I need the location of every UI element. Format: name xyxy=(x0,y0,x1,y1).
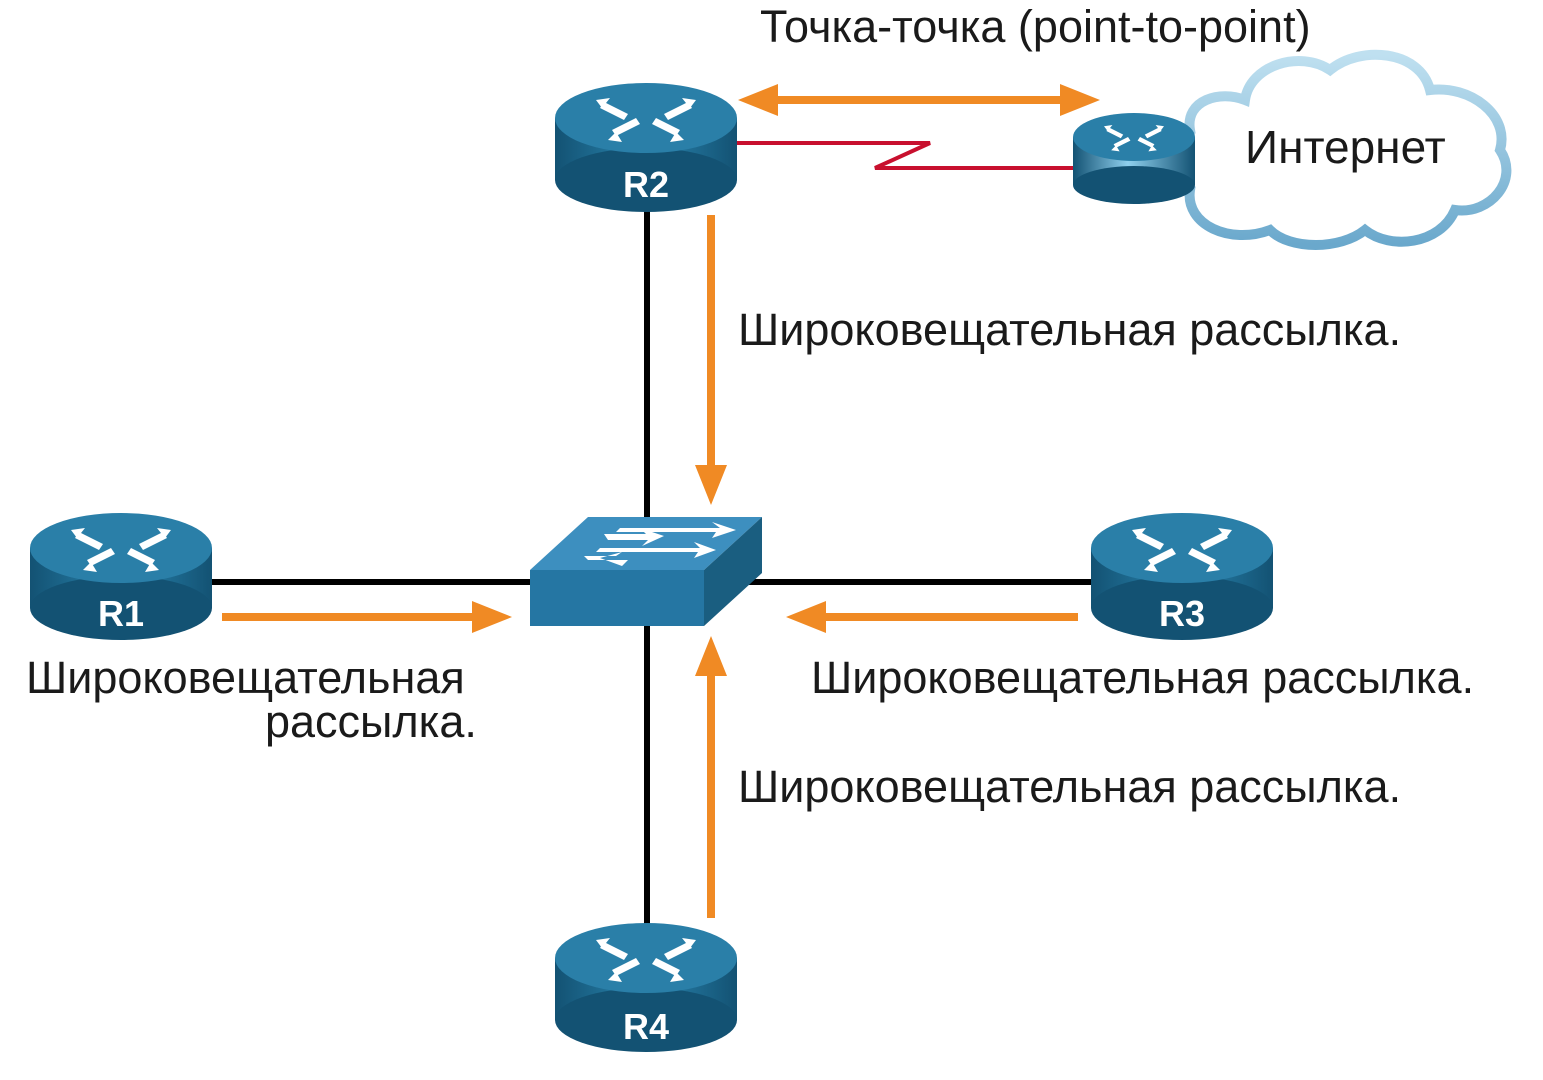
internet-label: Интернет xyxy=(1245,121,1446,173)
r2-broadcast-label: Широковещательная рассылка. xyxy=(738,304,1401,355)
switch xyxy=(530,517,762,626)
router-r4-label: R4 xyxy=(623,1006,669,1047)
r1-broadcast-label-line2: рассылка. xyxy=(265,696,477,747)
broadcast-arrow-r3 xyxy=(786,601,1078,633)
router-r2: R2 xyxy=(555,83,737,212)
r3-broadcast-label: Широковещательная рассылка. xyxy=(811,652,1474,703)
r4-broadcast-label: Широковещательная рассылка. xyxy=(738,761,1401,812)
r1-broadcast-label-line1: Широковещательная xyxy=(26,652,465,703)
router-r2-label: R2 xyxy=(623,164,669,205)
internet-cloud: Интернет xyxy=(1162,49,1512,250)
isp-router-icon xyxy=(1073,113,1195,204)
broadcast-arrow-r2 xyxy=(695,215,727,505)
router-r4: R4 xyxy=(555,923,737,1052)
p2p-label: Точка-точка (point-to-point) xyxy=(760,1,1311,52)
router-r1: R1 xyxy=(30,513,212,640)
router-r1-label: R1 xyxy=(98,593,144,634)
serial-link xyxy=(735,141,1080,170)
router-r3: R3 xyxy=(1091,513,1273,640)
broadcast-arrow-r1 xyxy=(222,601,512,633)
broadcast-arrow-r4 xyxy=(695,636,727,918)
p2p-arrow xyxy=(738,84,1100,116)
router-r3-label: R3 xyxy=(1159,593,1205,634)
